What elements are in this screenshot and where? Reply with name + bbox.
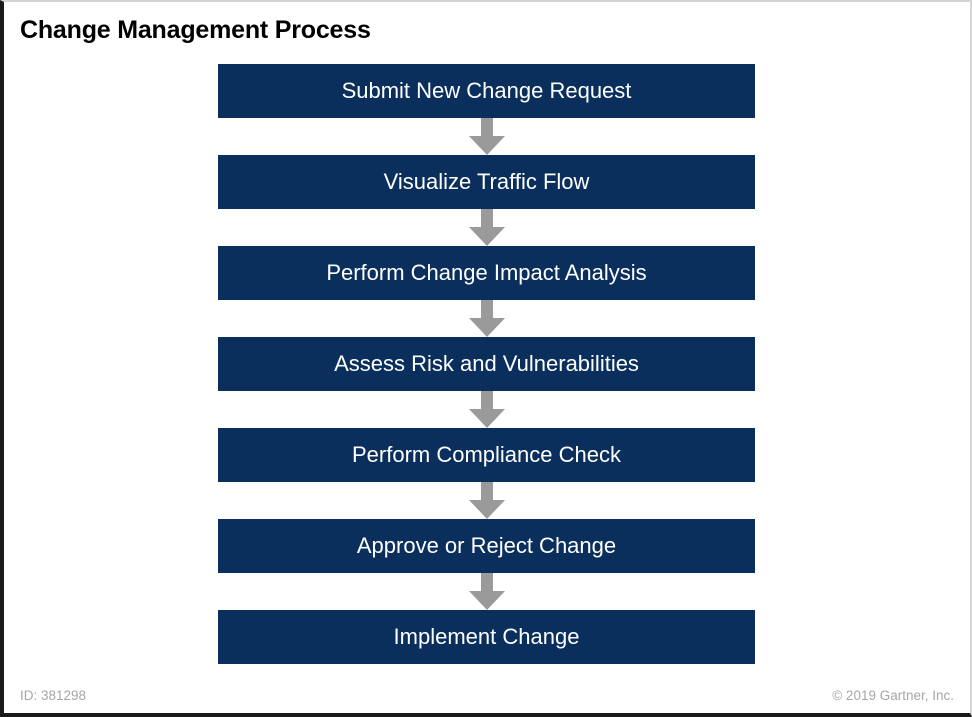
process-box-approve-or-reject-change[interactable]: Approve or Reject Change: [218, 519, 755, 573]
down-arrow-icon: [468, 482, 505, 519]
down-arrow-icon: [468, 391, 505, 428]
connector-3-to-4: [218, 300, 755, 337]
flow-step-6: Approve or Reject Change: [218, 519, 755, 573]
flow-step-4: Assess Risk and Vulnerabilities: [218, 337, 755, 391]
process-box-assess-risk-and-vulnerabilities[interactable]: Assess Risk and Vulnerabilities: [218, 337, 755, 391]
flow-step-3: Perform Change Impact Analysis: [218, 246, 755, 300]
flow-step-1: Submit New Change Request: [218, 64, 755, 118]
process-box-visualize-traffic-flow[interactable]: Visualize Traffic Flow: [218, 155, 755, 209]
connector-4-to-5: [218, 391, 755, 428]
copyright-text: © 2019 Gartner, Inc.: [832, 687, 954, 703]
down-arrow-icon: [468, 573, 505, 610]
connector-1-to-2: [218, 118, 755, 155]
process-box-label: Perform Change Impact Analysis: [326, 260, 647, 285]
process-box-label: Implement Change: [393, 624, 580, 649]
process-box-implement-change[interactable]: Implement Change: [218, 610, 755, 664]
connector-5-to-6: [218, 482, 755, 519]
slide-footer: ID: 381298 © 2019 Gartner, Inc.: [4, 683, 970, 707]
process-box-label: Perform Compliance Check: [352, 442, 621, 467]
down-arrow-icon: [468, 209, 505, 246]
process-box-label: Submit New Change Request: [341, 78, 632, 103]
flow-step-7: Implement Change: [218, 610, 755, 664]
connector-6-to-7: [218, 573, 755, 610]
connector-2-to-3: [218, 209, 755, 246]
process-box-label: Approve or Reject Change: [356, 533, 617, 558]
process-box-label: Assess Risk and Vulnerabilities: [334, 351, 639, 376]
down-arrow-icon: [468, 118, 505, 155]
down-arrow-icon: [468, 300, 505, 337]
flow-step-5: Perform Compliance Check: [218, 428, 755, 482]
page-title: Change Management Process: [20, 16, 371, 44]
process-box-perform-compliance-check[interactable]: Perform Compliance Check: [218, 428, 755, 482]
process-box-submit-new-change-request[interactable]: Submit New Change Request: [218, 64, 755, 118]
process-flow-diagram: Submit New Change Request Visualize Traf…: [218, 64, 755, 664]
process-box-perform-change-impact-analysis[interactable]: Perform Change Impact Analysis: [218, 246, 755, 300]
flow-step-2: Visualize Traffic Flow: [218, 155, 755, 209]
process-box-label: Visualize Traffic Flow: [383, 169, 590, 194]
slide-id-text: ID: 381298: [20, 687, 87, 703]
